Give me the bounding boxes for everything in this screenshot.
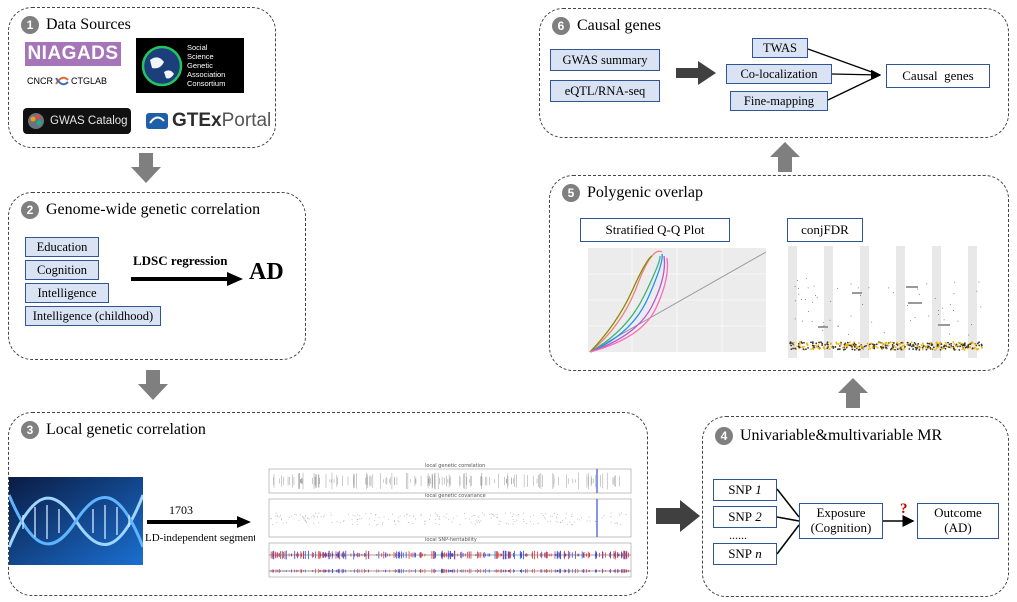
conjfdr-label: conjFDR [787, 218, 863, 242]
gwas-catalog-icon [28, 113, 44, 129]
panel-local-genetic-correlation: 3 Local genetic correlation 1703 LD-inde… [8, 412, 648, 596]
local-plot-svg: local genetic correlation local genetic … [268, 463, 632, 578]
outcome-label: Outcome [934, 505, 982, 521]
snp-label: SNP [728, 481, 753, 497]
gwas-catalog-text: GWAS Catalog [50, 115, 128, 127]
snp-ellipsis: ...... [729, 528, 747, 542]
snp-label: SNP [728, 545, 753, 561]
ssgac-line-1: Social [187, 43, 208, 52]
gtex-portal-logo: GTEx Portal [145, 108, 273, 134]
panel-header: 6 Causal genes [552, 17, 661, 35]
method-box-twas: TWAS [752, 38, 808, 58]
qq-plot-label: Stratified Q-Q Plot [580, 218, 730, 242]
qq-plot-image [582, 246, 770, 358]
plot-title-covariance: local genetic covariance [425, 493, 486, 499]
cncr-ctglab-logo: CNCR CTGLAB [27, 72, 127, 90]
gwas-catalog-logo: GWAS Catalog [23, 108, 131, 134]
panel-title: Local genetic correlation [46, 421, 206, 438]
method-arrow [131, 272, 243, 286]
ctglab-text: CTGLAB [71, 76, 108, 86]
panel-causal-genes: 6 Causal genes GWAS summary eQTL/RNA-seq… [539, 8, 1009, 138]
snp-index: 1 [755, 481, 762, 497]
flow-arrow-down [138, 370, 168, 400]
panel-title: Genome-wide genetic correlation [46, 201, 261, 218]
ssgac-line-4: Association [187, 70, 226, 79]
method-flow-arrow [676, 61, 716, 85]
plot-title-heritability: local SNP-heritability [425, 537, 477, 543]
dna-swirl-icon [55, 76, 69, 86]
snp-index: n [755, 545, 762, 561]
input-box-eqtl-rnaseq: eQTL/RNA-seq [550, 80, 660, 102]
step-number-badge: 2 [21, 201, 39, 219]
exposure-box: Exposure (Cognition) [799, 503, 883, 539]
trait-box-education: Education [25, 237, 99, 257]
panel-polygenic-overlap: 5 Polygenic overlap Stratified Q-Q Plot … [549, 175, 1009, 371]
globe-icon [141, 45, 183, 86]
step-number-badge: 6 [552, 17, 570, 35]
gtex-text: GTEx [172, 110, 222, 131]
panel-title: Polygenic overlap [587, 184, 703, 201]
ssgac-line-3: Genetic [187, 61, 213, 70]
ssgac-logo: Social Science Genetic Association Conso… [136, 38, 244, 93]
trait-box-intelligence: Intelligence [25, 283, 109, 303]
trait-box-cognition: Cognition [25, 260, 99, 280]
conjfdr-manhattan-image [788, 246, 984, 358]
step-number-badge: 1 [21, 16, 39, 34]
trait-box-intelligence-childhood: Intelligence (childhood) [25, 306, 161, 326]
exposure-label: Exposure [816, 505, 866, 521]
snp-box-1: SNP 1 [713, 479, 777, 501]
method-label: LDSC regression [133, 253, 228, 268]
panel-data-sources: 1 Data Sources NIAGADS CNCR CTGLAB Socia… [8, 7, 276, 148]
flow-arrow-up [838, 378, 868, 408]
snp-label: SNP [728, 508, 753, 524]
outcome-trait: (AD) [944, 520, 972, 535]
panel-title: Univariable&multivariable MR [740, 427, 943, 444]
panel-genome-wide-correlation: 2 Genome-wide genetic correlation Educat… [8, 192, 306, 360]
portal-text: Portal [221, 110, 272, 131]
niagads-logo: NIAGADS [25, 42, 121, 66]
flow-arrow-right [656, 500, 700, 532]
gtex-icon [146, 113, 168, 129]
panel-header: 5 Polygenic overlap [562, 184, 703, 202]
panel-mendelian-randomization: 4 Univariable&multivariable MR SNP 1 SNP… [702, 416, 1009, 597]
snp-box-2: SNP 2 [713, 506, 777, 528]
ssgac-line-5: Consortium [187, 79, 226, 88]
flow-arrow-up [770, 142, 800, 172]
panel-header: 1 Data Sources [21, 16, 131, 34]
panel-header: 3 Local genetic correlation [21, 421, 206, 439]
input-box-gwas-summary: GWAS summary [550, 49, 660, 71]
panel-title: Causal genes [577, 17, 661, 34]
outcome-box: Outcome (AD) [917, 503, 999, 539]
snp-index: 2 [755, 508, 762, 524]
method-connector-lines [807, 48, 882, 101]
causal-question-mark: ? [900, 501, 908, 517]
mr-connector-lines [776, 488, 915, 555]
cncr-text: CNCR [27, 76, 53, 86]
ssgac-line-2: Science [187, 52, 214, 61]
flow-arrow-down [131, 153, 161, 183]
method-box-colocalization: Co-localization [726, 64, 832, 84]
method-box-finemapping: Fine-mapping [730, 91, 828, 111]
exposure-trait: (Cognition) [810, 520, 872, 535]
segment-arrow [147, 516, 251, 528]
result-box-causal-genes: Causal genes [886, 64, 990, 88]
panel-header: 2 Genome-wide genetic correlation [21, 201, 260, 219]
segment-description-label: LD-independent segments [145, 532, 261, 544]
step-number-badge: 3 [21, 421, 39, 439]
segment-count-label: 1703 [169, 503, 193, 517]
local-correlation-plot: local genetic correlation local genetic … [255, 459, 637, 581]
target-label: AD [249, 259, 284, 285]
panel-header: 4 Univariable&multivariable MR [715, 427, 942, 445]
snp-box-n: SNP n [713, 543, 777, 565]
plot-title-correlation: local genetic correlation [425, 463, 485, 469]
step-number-badge: 4 [715, 427, 733, 445]
step-number-badge: 5 [562, 184, 580, 202]
panel-title: Data Sources [46, 16, 131, 33]
dna-helix-image [9, 477, 143, 565]
